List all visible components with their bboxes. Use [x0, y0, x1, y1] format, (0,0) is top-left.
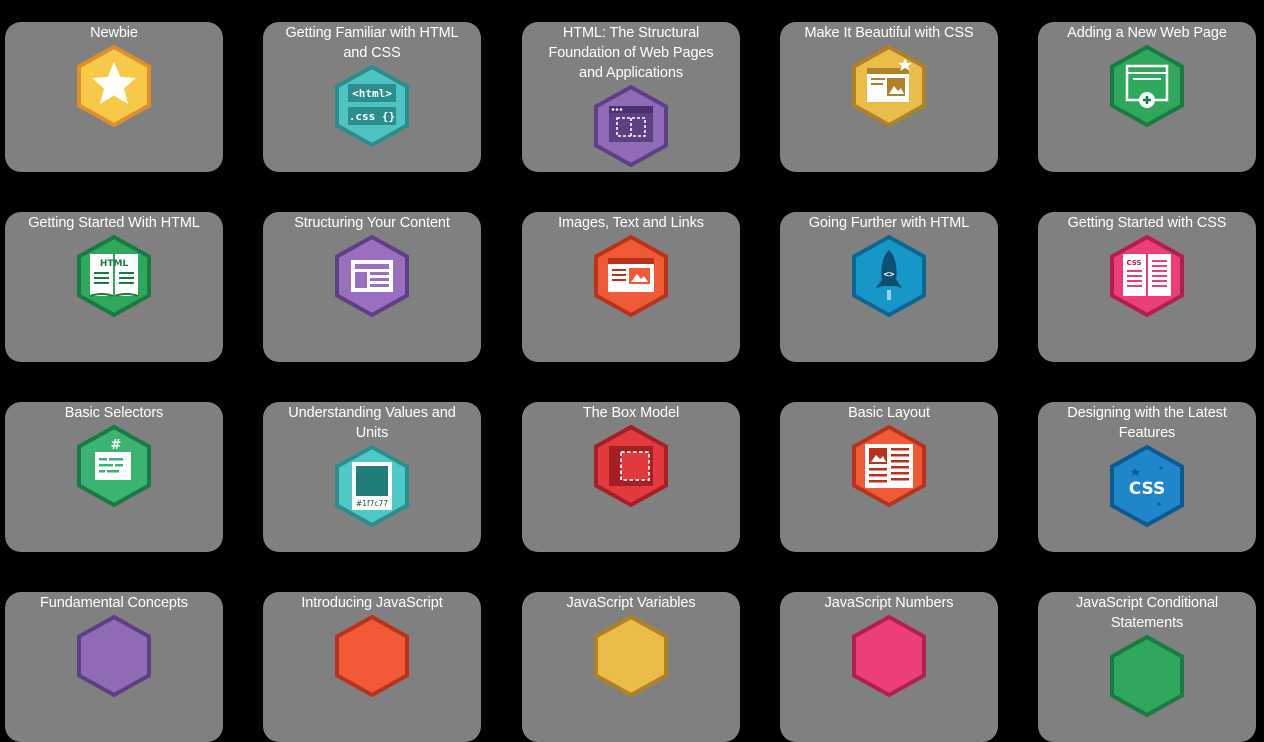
svg-text:<>: <> — [884, 270, 895, 280]
badge-title: Getting Familiar with HTML and CSS — [285, 25, 459, 61]
variables-icon — [593, 614, 669, 698]
badge-card-newbie[interactable]: Newbie — [5, 22, 223, 172]
badge-title: The Box Model — [582, 405, 680, 421]
concepts-icon — [76, 614, 152, 698]
badge-title: Structuring Your Content — [294, 215, 450, 231]
svg-text:.css {}: .css {} — [349, 110, 395, 123]
badge-card-structuring-content[interactable]: Structuring Your Content — [263, 212, 481, 362]
browser-image-icon — [851, 44, 927, 128]
rocket-icon: <> — [851, 234, 927, 318]
svg-text:CSS: CSS — [1129, 479, 1166, 499]
badge-card-getting-started-css[interactable]: Getting Started with CSS CSS — [1038, 212, 1256, 362]
badge-card-going-further-html[interactable]: Going Further with HTML <> — [780, 212, 998, 362]
star-icon — [76, 44, 152, 128]
badge-title: Basic Selectors — [64, 405, 164, 421]
layout-columns-icon — [851, 424, 927, 508]
badge-card-box-model[interactable]: The Box Model — [522, 402, 740, 552]
badge-title: Designing with the Latest Features — [1067, 405, 1227, 441]
numbers-icon — [851, 614, 927, 698]
badge-title: Understanding Values and Units — [288, 405, 456, 441]
css-book-icon: CSS — [1109, 234, 1185, 318]
badge-title: JavaScript Conditional Statements — [1075, 595, 1219, 631]
badge-title: JavaScript Variables — [566, 595, 696, 611]
new-page-icon — [1109, 44, 1185, 128]
badge-card-html-structural[interactable]: HTML: The Structural Foundation of Web P… — [522, 22, 740, 172]
badge-card-getting-started-html[interactable]: Getting Started With HTML HTML — [5, 212, 223, 362]
badge-title: Adding a New Web Page — [1067, 25, 1227, 41]
webpage-media-icon — [593, 234, 669, 318]
badge-card-latest-features[interactable]: Designing with the Latest Features CSS — [1038, 402, 1256, 552]
badge-title: Getting Started with CSS — [1067, 215, 1227, 231]
svg-text:HTML: HTML — [100, 259, 129, 269]
badge-card-values-units[interactable]: Understanding Values and Units #1f7c77 — [263, 402, 481, 552]
badge-title: Basic Layout — [848, 405, 930, 421]
badge-card-make-it-beautiful[interactable]: Make It Beautiful with CSS — [780, 22, 998, 172]
layout-structure-icon — [334, 234, 410, 318]
html-css-code-icon: <html> .css {} — [334, 64, 410, 148]
javascript-icon — [334, 614, 410, 698]
badge-title: Newbie — [90, 25, 138, 41]
box-model-icon — [593, 424, 669, 508]
badge-title: Introducing JavaScript — [301, 595, 443, 611]
badge-card-adding-new-page[interactable]: Adding a New Web Page — [1038, 22, 1256, 172]
badge-card-javascript-conditional[interactable]: JavaScript Conditional Statements — [1038, 592, 1256, 742]
svg-text:CSS: CSS — [1126, 259, 1141, 267]
badge-title: Fundamental Concepts — [40, 595, 188, 611]
badge-card-fundamental-concepts[interactable]: Fundamental Concepts — [5, 592, 223, 742]
svg-text:<html>: <html> — [352, 87, 392, 100]
badge-card-introducing-javascript[interactable]: Introducing JavaScript — [263, 592, 481, 742]
badge-title: Going Further with HTML — [808, 215, 970, 231]
css3-icon: CSS — [1109, 444, 1185, 528]
badge-title: JavaScript Numbers — [824, 595, 954, 611]
badge-card-basic-selectors[interactable]: Basic Selectors # — [5, 402, 223, 552]
badge-title: Make It Beautiful with CSS — [804, 25, 974, 41]
badge-title: Images, Text and Links — [558, 215, 704, 231]
color-swatch-icon: #1f7c77 — [334, 444, 410, 528]
conditional-icon — [1109, 634, 1185, 718]
badge-card-basic-layout[interactable]: Basic Layout — [780, 402, 998, 552]
selector-hash-icon: # — [76, 424, 152, 508]
badge-card-html-css[interactable]: Getting Familiar with HTML and CSS <html… — [263, 22, 481, 172]
svg-text:#1f7c77: #1f7c77 — [356, 499, 388, 508]
badge-card-images-text-links[interactable]: Images, Text and Links — [522, 212, 740, 362]
svg-text:#: # — [111, 438, 122, 453]
badge-title: HTML: The Structural Foundation of Web P… — [548, 25, 714, 81]
html-book-icon: HTML — [76, 234, 152, 318]
badge-card-javascript-numbers[interactable]: JavaScript Numbers — [780, 592, 998, 742]
browser-layout-icon — [593, 84, 669, 168]
badge-title: Getting Started With HTML — [28, 215, 200, 231]
badge-card-javascript-variables[interactable]: JavaScript Variables — [522, 592, 740, 742]
